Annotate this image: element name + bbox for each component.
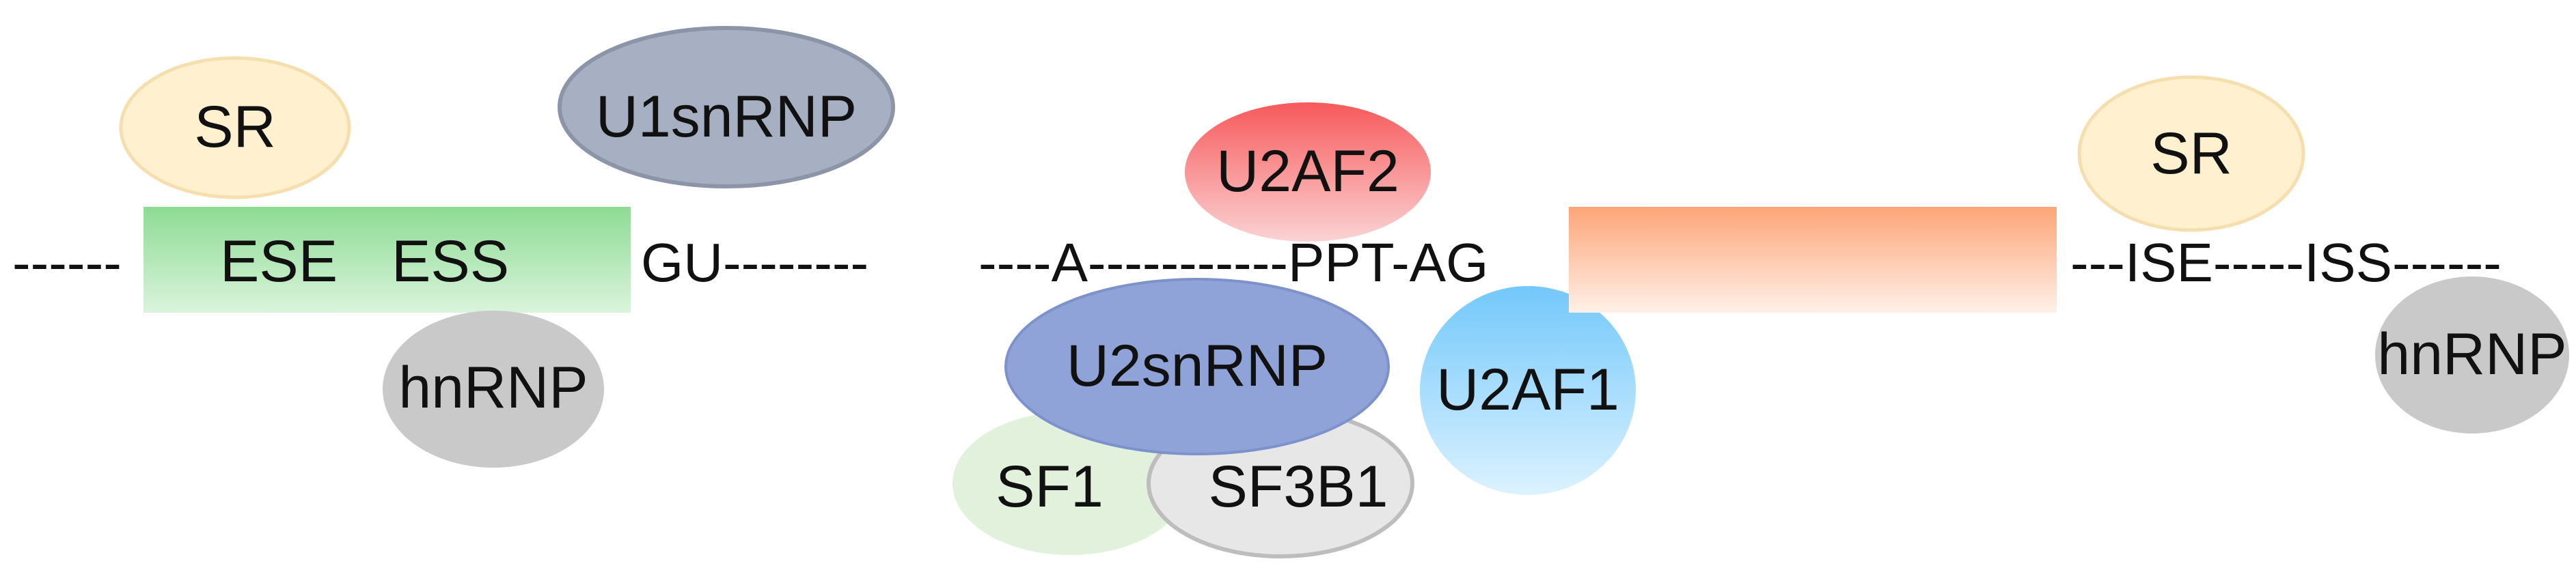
u2af2-ellipse — [1185, 102, 1431, 242]
upstream-exon-box — [143, 207, 631, 313]
ess-label: ESS — [392, 229, 509, 294]
hnrnp-ellipse-left — [383, 311, 604, 468]
hnrnp-label-left: hnRNP — [398, 355, 588, 421]
u2snrnp-ellipse — [1004, 278, 1390, 455]
right-protein-group: SR hnRNP — [2077, 75, 2569, 434]
u1snrnp-ellipse — [558, 26, 895, 188]
sr-protein-ellipse-left — [119, 56, 351, 199]
u2af1-label: U2AF1 — [1436, 357, 1619, 423]
sr-label-right: SR — [2150, 121, 2232, 186]
sf3b1-label: SF3B1 — [1209, 454, 1388, 520]
u1snrnp-label: U1snRNP — [596, 84, 857, 150]
u2af1-ellipse — [1420, 286, 1636, 495]
downstream-exon-box — [1569, 207, 2057, 313]
u2snrnp-label: U2snRNP — [1067, 333, 1328, 399]
sr-protein-ellipse-right — [2077, 75, 2305, 232]
splice-donor-text: GU-------- — [641, 232, 868, 293]
sr-label-left: SR — [194, 94, 275, 160]
left-protein-group: SR U1snRNP hnRNP — [119, 26, 895, 468]
hnrnp-ellipse-right — [2375, 276, 2569, 434]
branch-protein-group: U2AF2 SF1 SF3B1 U2snRNP U2AF1 — [953, 102, 1636, 558]
u2af2-label: U2AF2 — [1216, 139, 1399, 204]
sf1-label: SF1 — [996, 454, 1104, 520]
left-strand-text: ------ — [12, 232, 122, 293]
ese-label: ESE — [220, 229, 338, 294]
hnrnp-label-right: hnRNP — [2377, 322, 2566, 387]
right-strand-text: ---ISE-----ISS------ — [2070, 232, 2502, 293]
downstream-exon-group: ---ISE-----ISS------ — [1569, 207, 2502, 313]
left-exon-group: ------ ESE ESS GU-------- — [12, 207, 868, 313]
